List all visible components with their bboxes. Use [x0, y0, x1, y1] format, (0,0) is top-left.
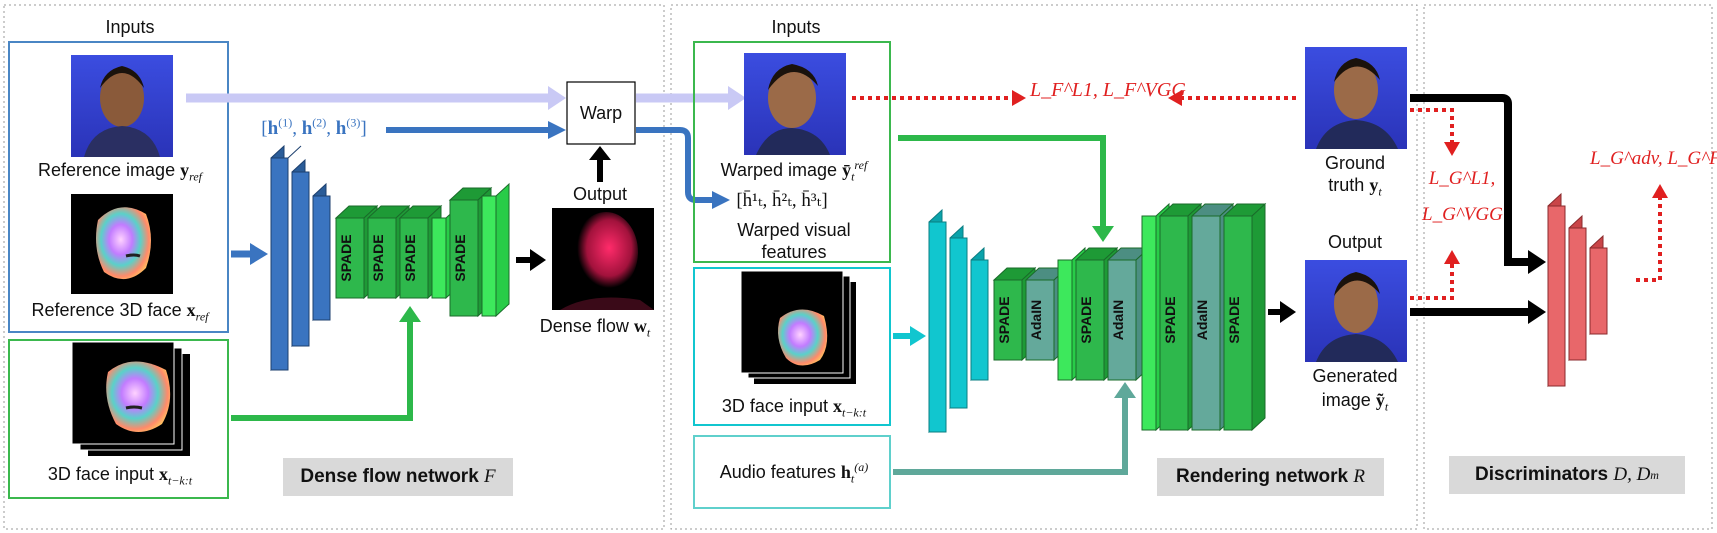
- loss-f-label: L_F^L1, L_F^VGG: [1030, 79, 1186, 101]
- render-decoder-blocks: [992, 202, 1267, 432]
- warped-features-label: [h̄¹ₜ, h̄²ₜ, h̄³ₜ]: [736, 190, 828, 211]
- warped-inputs-box: [693, 41, 891, 263]
- spade-label-4: SPADE: [452, 234, 468, 282]
- ground-truth-label-2: truth yt: [1328, 175, 1382, 199]
- render-spade-4: SPADE: [1226, 296, 1242, 344]
- ground-truth-label-1: Ground: [1324, 153, 1386, 173]
- warped-visual-label-2: features: [761, 242, 827, 262]
- face-input-box: [8, 339, 229, 499]
- generated-label-2: image ỹt: [1321, 390, 1389, 414]
- reference-inputs-box: [8, 41, 229, 333]
- loss-g1-label: L_G^L1,: [1428, 168, 1496, 189]
- warped-image-label: Warped image ȳtref: [720, 158, 868, 184]
- render-spade-3: SPADE: [1162, 296, 1178, 344]
- warp-label: Warp: [579, 103, 623, 123]
- warped-to-render-arrow: [898, 135, 1106, 228]
- dense-flow-image: [552, 208, 654, 310]
- spade-label-2: SPADE: [370, 234, 386, 282]
- gt-to-disc-arrow: [1410, 94, 1532, 266]
- audio-to-adain-arrow: [893, 394, 1128, 475]
- face-to-render-arrow: [910, 326, 926, 346]
- loss-adv-label: L_G^adv, L_G^FM: [1590, 148, 1717, 169]
- ref-image-label: Reference image yref: [38, 160, 202, 184]
- spade-label-3: SPADE: [402, 234, 418, 282]
- generated-label-1: Generated: [1312, 366, 1398, 386]
- reference-3d-face-render: [71, 194, 173, 294]
- generated-image: [1305, 260, 1407, 362]
- ref-to-encoder-arrow: [250, 243, 268, 265]
- render-adain-3: AdaIN: [1194, 299, 1210, 341]
- flow-encoder-blocks: [270, 144, 331, 372]
- warp-to-warped-features-arrow: [636, 127, 718, 203]
- flow-decoder-blocks: [334, 182, 510, 318]
- face-input-label: 3D face input xt−k:t: [47, 464, 193, 488]
- warp-box: [566, 81, 636, 145]
- loss-g2-label: L_G^VGG: [1422, 204, 1503, 225]
- spade-label-1: SPADE: [338, 234, 354, 282]
- discriminator-section: [1423, 4, 1713, 530]
- audio-box: [693, 435, 891, 509]
- ground-truth-image: [1305, 47, 1407, 149]
- render-encoder-blocks: [928, 208, 989, 434]
- inputs-label-left: Inputs: [105, 17, 155, 37]
- decoder-to-flow-arrow: [530, 249, 546, 271]
- face-input-stack-2: [740, 270, 856, 384]
- audio-label: Audio features ht(a): [719, 460, 869, 486]
- dense-flow-section: [3, 4, 665, 530]
- dense-flow-label: Dense flow wt: [539, 316, 651, 340]
- render-adain-2: AdaIN: [1110, 299, 1126, 341]
- output-label-right: Output: [1327, 232, 1383, 252]
- render-spade-2: SPADE: [1078, 296, 1094, 344]
- face-input-label-2: 3D face input xt−k:t: [721, 396, 867, 420]
- reference-image: [71, 55, 173, 157]
- output-label-left: Output: [572, 184, 628, 204]
- face-input-stack: [71, 341, 190, 456]
- ref-face-label: Reference 3D face xref: [31, 300, 209, 324]
- render-spade-1: SPADE: [996, 296, 1012, 344]
- warped-image: [744, 53, 846, 155]
- face-to-spade-arrow: [231, 318, 413, 421]
- discriminator-blocks: [1547, 192, 1608, 388]
- face-input-box-2: [693, 267, 891, 426]
- render-to-output-arrow: [1280, 301, 1296, 323]
- flow-to-warp-arrow: [589, 146, 611, 160]
- loss-arrows: [852, 96, 1662, 300]
- render-adain-1: AdaIN: [1028, 299, 1044, 341]
- rendering-title: Rendering network R: [1157, 458, 1384, 496]
- hidden-features-label: [h(1), h(2), h(3)]: [261, 115, 367, 139]
- dense-flow-title: Dense flow network F: [283, 458, 513, 496]
- warped-visual-label-1: Warped visual: [737, 220, 851, 240]
- inputs-label-mid: Inputs: [771, 17, 821, 37]
